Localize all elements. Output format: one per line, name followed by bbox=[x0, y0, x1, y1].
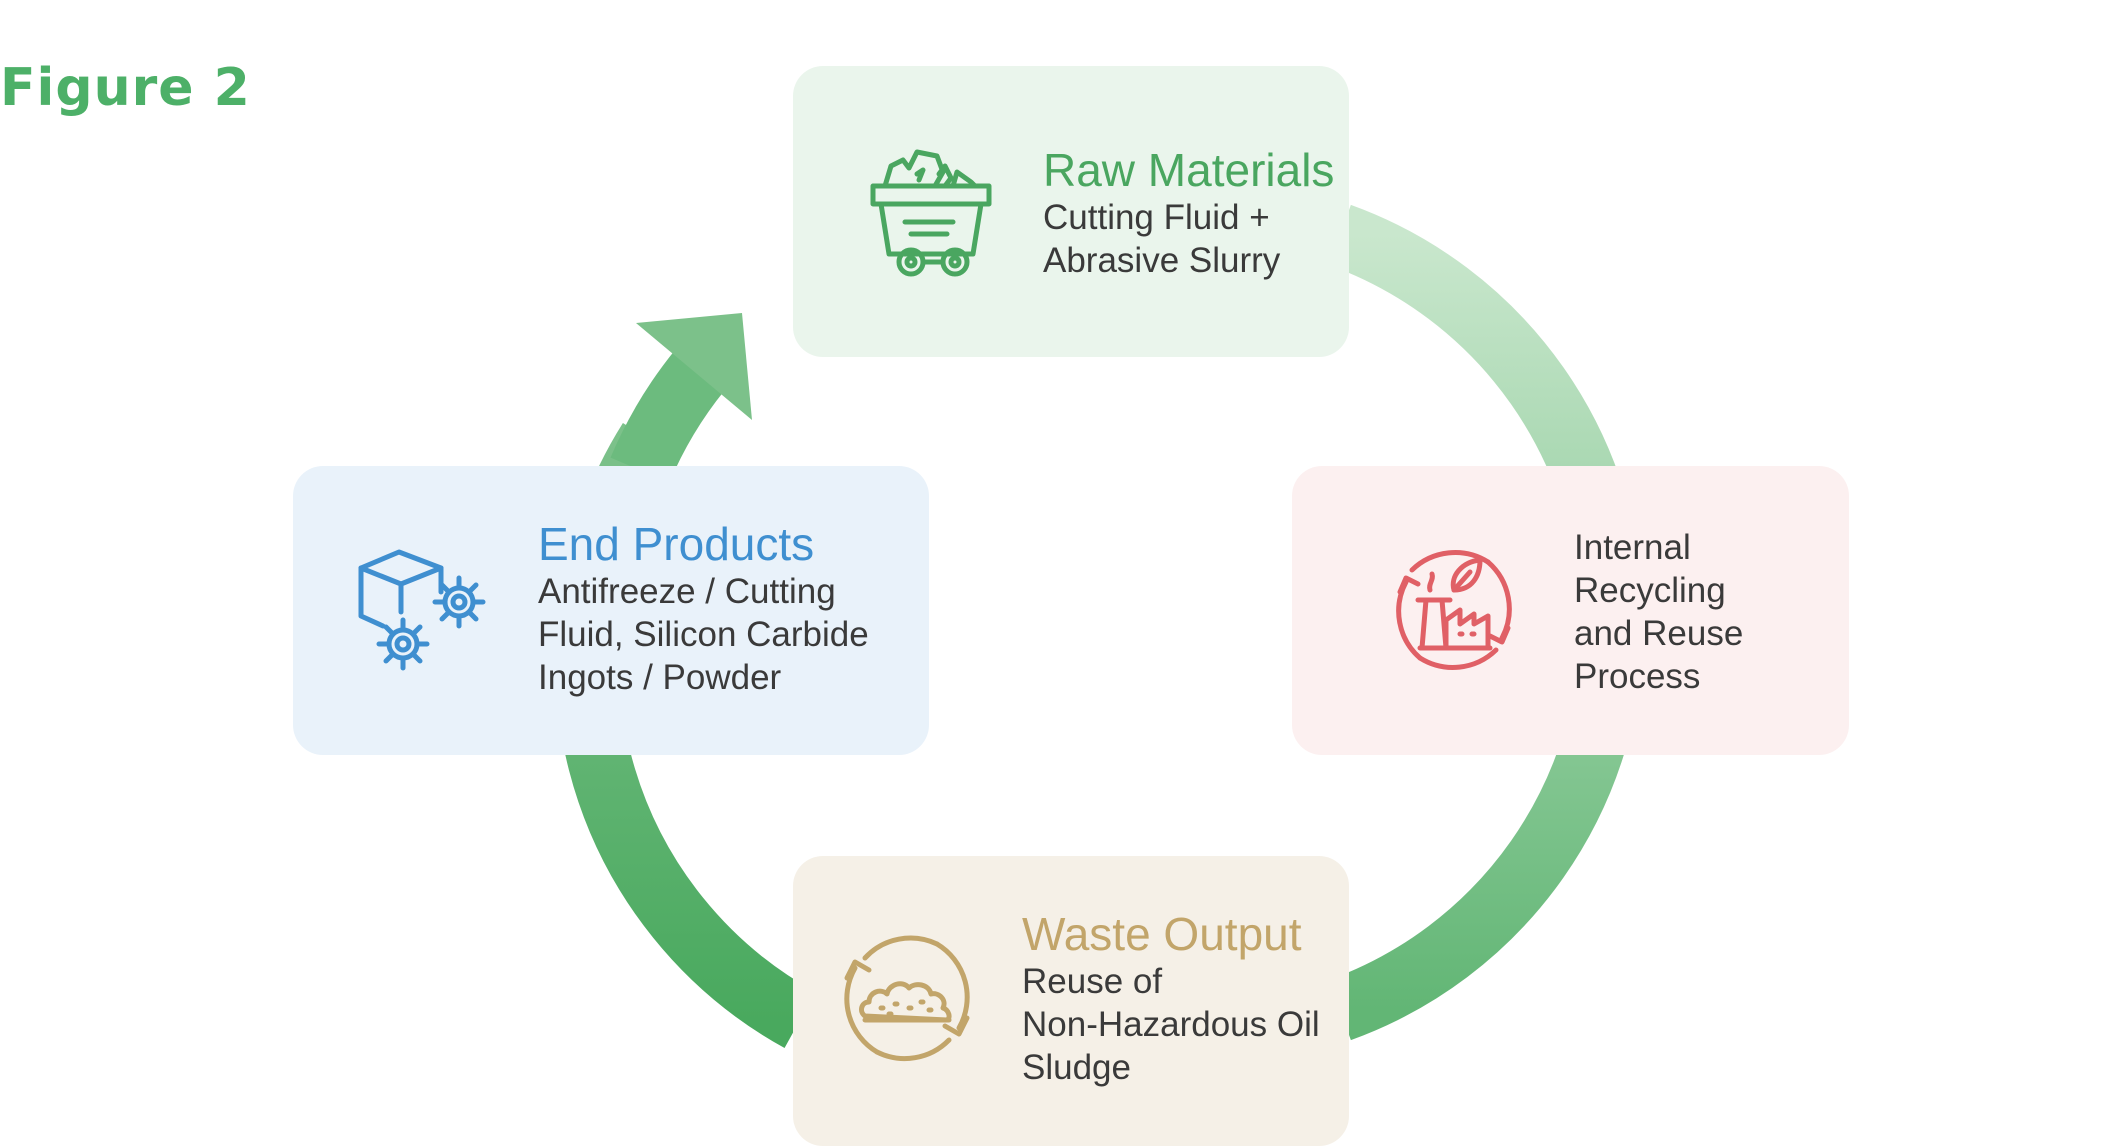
ring-arc-left-top bbox=[610, 349, 726, 483]
card-end-line-1: Antifreeze / Cutting bbox=[538, 572, 836, 611]
card-end-line-2: Fluid, Silicon Carbide bbox=[538, 615, 869, 654]
card-recycle-line-4: Process bbox=[1574, 657, 1701, 696]
card-waste-line-1: Reuse of bbox=[1022, 962, 1163, 1001]
card-internal-recycling: Internal Recycling and Reuse Process bbox=[1292, 466, 1849, 755]
card-waste-line-2: Non-Hazardous Oil bbox=[1022, 1005, 1320, 1044]
card-recycle-line-3: and Reuse bbox=[1574, 614, 1744, 653]
card-recycle-line-1: Internal bbox=[1574, 528, 1691, 567]
card-end-line-3: Ingots / Powder bbox=[538, 658, 782, 697]
card-raw-line-2: Abrasive Slurry bbox=[1043, 241, 1281, 280]
card-waste-line-3: Sludge bbox=[1022, 1048, 1131, 1087]
cycle-arrowhead bbox=[636, 313, 752, 420]
card-raw-materials: Raw Materials Cutting Fluid + Abrasive S… bbox=[793, 66, 1349, 357]
sludge-recycle-icon bbox=[837, 928, 977, 1068]
card-waste-title: Waste Output bbox=[1022, 908, 1302, 960]
factory-recycle-icon bbox=[1384, 540, 1524, 680]
card-raw-line-1: Cutting Fluid + bbox=[1043, 198, 1270, 237]
card-end-products: End Products Antifreeze / Cutting Fluid,… bbox=[293, 466, 929, 755]
mining-cart-icon bbox=[861, 144, 1001, 284]
box-gears-icon bbox=[353, 540, 503, 690]
card-end-title: End Products bbox=[538, 518, 815, 570]
card-raw-title: Raw Materials bbox=[1043, 144, 1335, 196]
figure-label: Figure 2 bbox=[0, 58, 251, 118]
card-waste-output: Waste Output Reuse of Non-Hazardous Oil … bbox=[793, 856, 1349, 1146]
card-recycle-line-2: Recycling bbox=[1574, 571, 1726, 610]
